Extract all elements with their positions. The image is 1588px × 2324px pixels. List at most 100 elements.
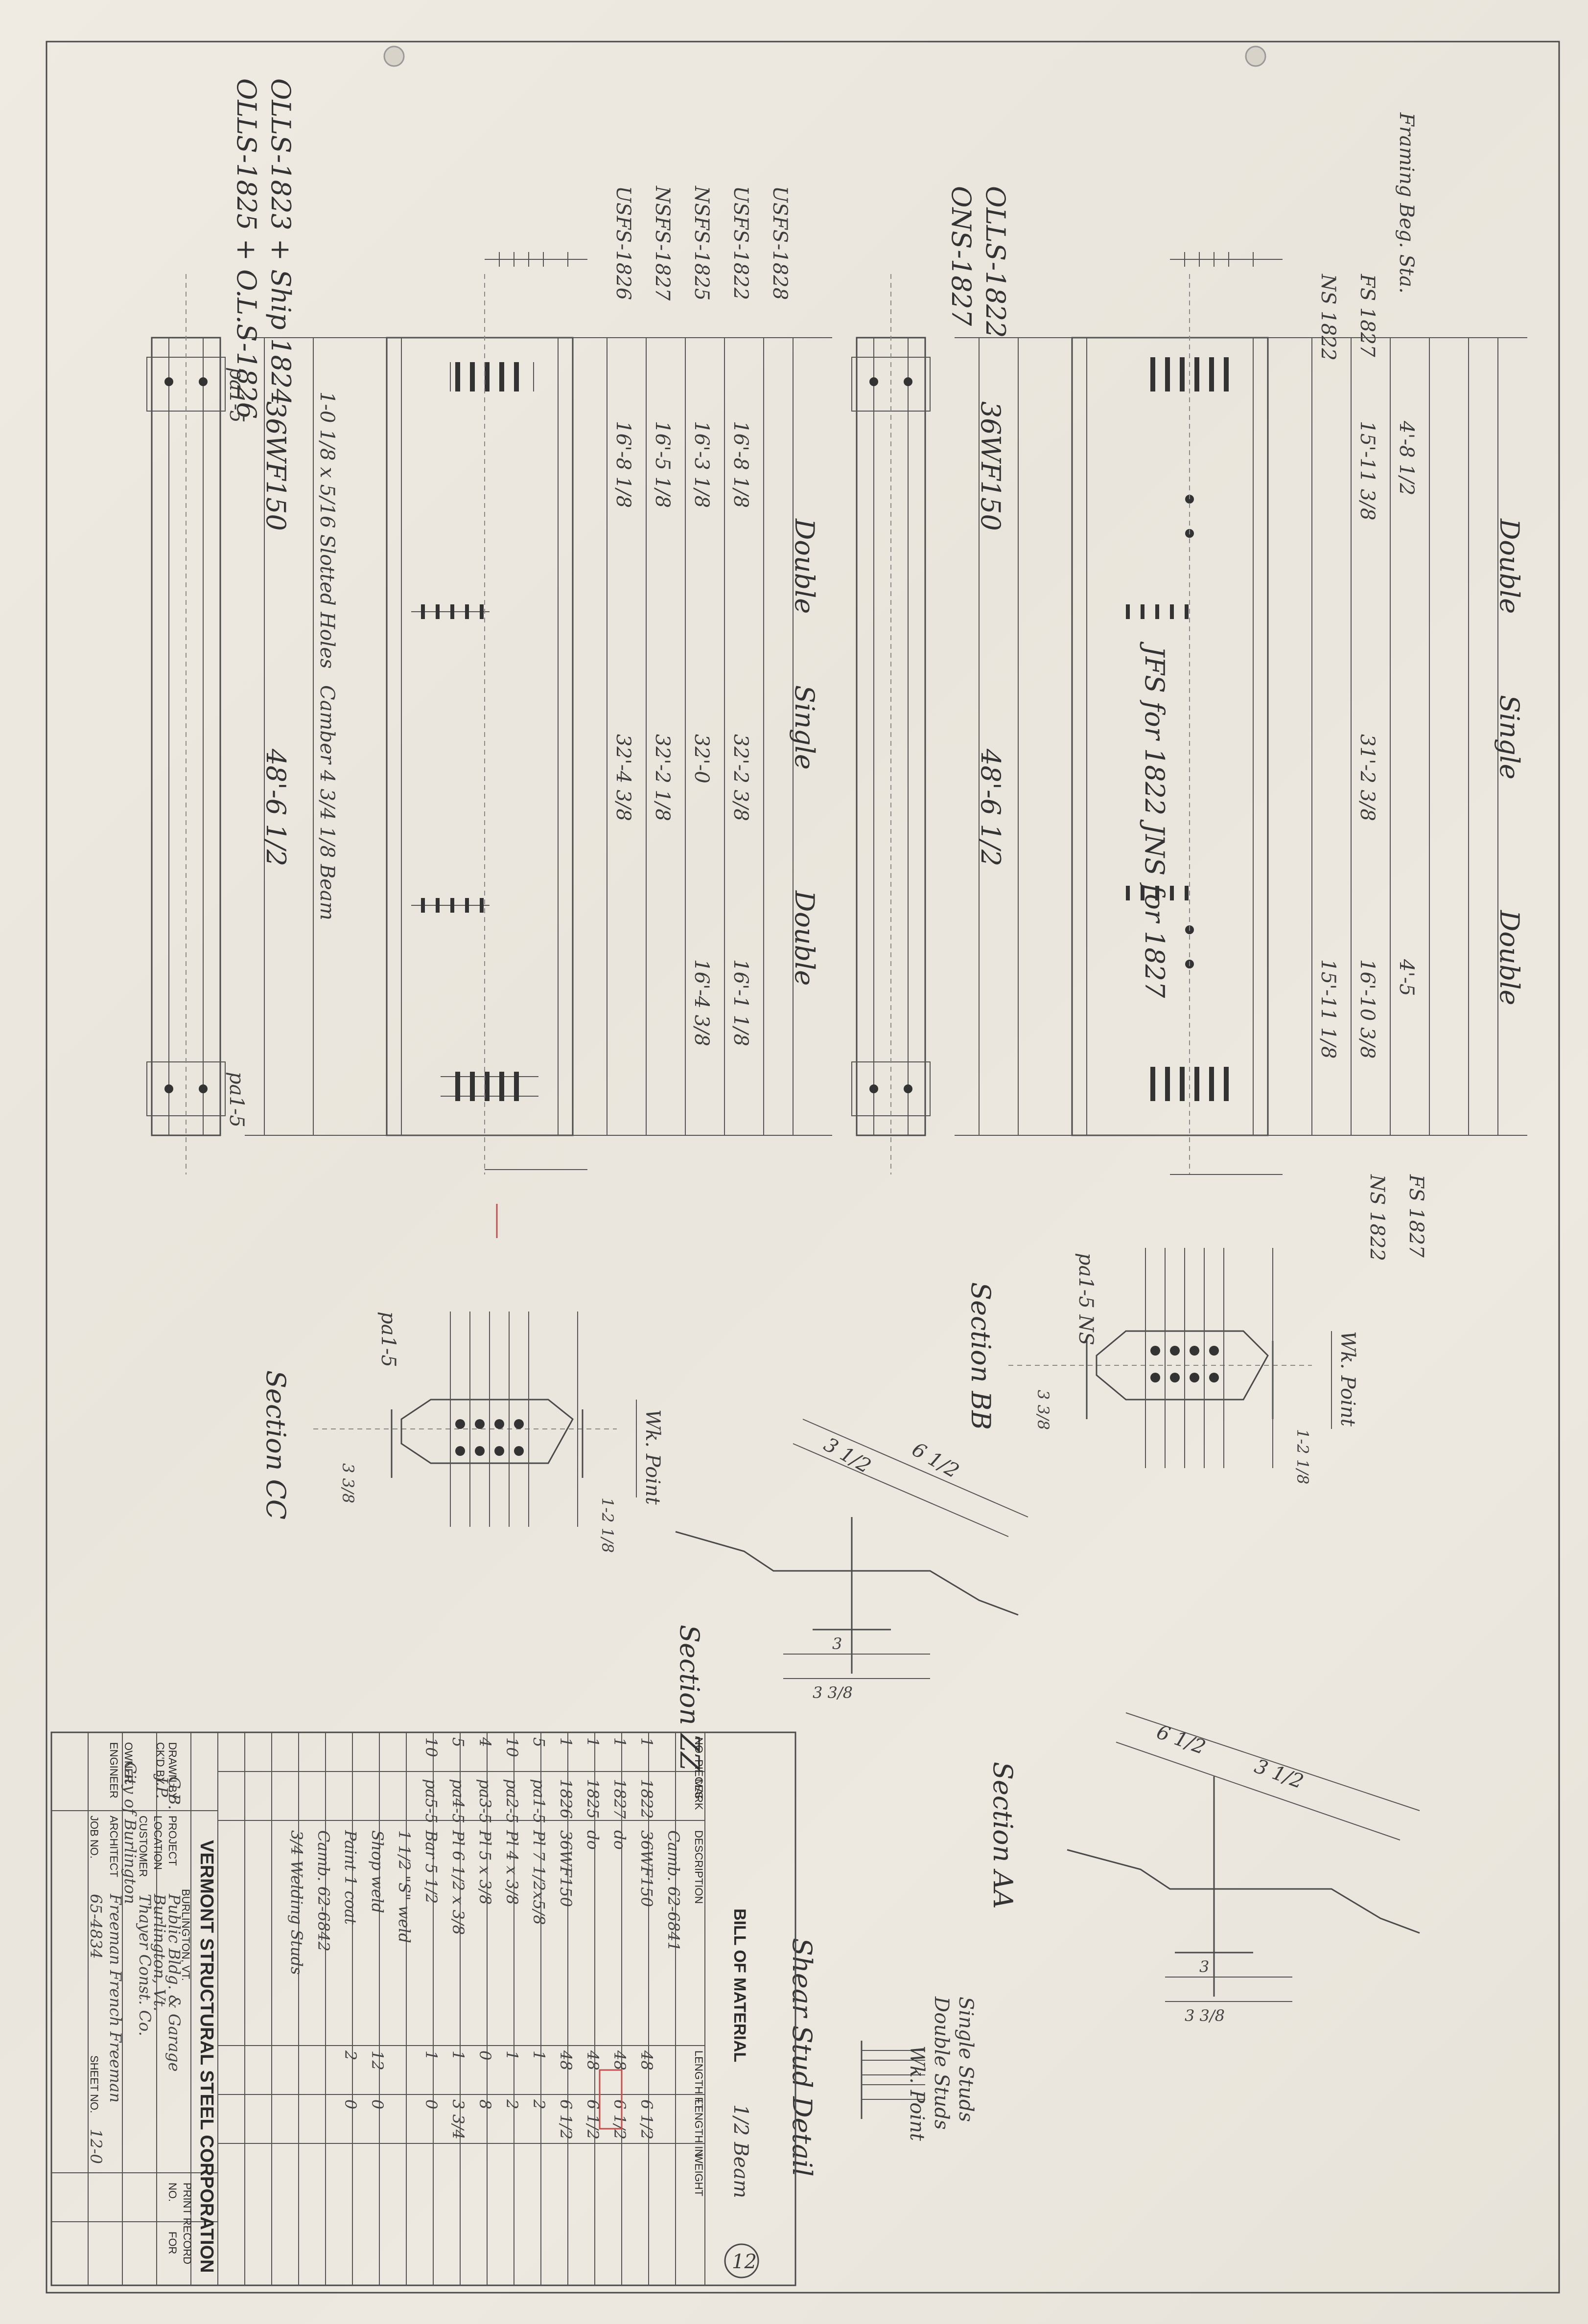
bom-cell: Paint 1 coat: [341, 1830, 360, 1925]
section-cc-dim-2: 1-2 1/8: [598, 1497, 617, 1553]
label-owner: OWNER: [122, 1742, 135, 1783]
value-sheet-no: 12-0: [87, 2129, 105, 2164]
ulb-callout-4: NSFS-1827: [651, 185, 674, 301]
label-no: NO.: [166, 2183, 179, 2202]
bom-cell: pa1-5: [530, 1779, 548, 1823]
bom-cell: 3 3/4: [449, 2099, 467, 2140]
urb-section: 36WF150: [975, 401, 1006, 531]
stamp-number: 12: [732, 2251, 757, 2273]
label-engineer: ENGINEER: [108, 1742, 120, 1798]
ulb-mark-1: OLLS-1823 + Ship 1824: [265, 78, 296, 405]
section-cc-dim-1: 3 3/8: [339, 1463, 357, 1503]
label-sheet-no: SHEET NO.: [88, 2055, 100, 2113]
bom-cell: 8: [476, 2099, 494, 2109]
ulb-dim-single: Single: [789, 685, 820, 770]
bom-cell: 12: [368, 2050, 387, 2071]
section-aa-dim-2: 3 1/2: [1252, 1755, 1307, 1793]
bom-cell: 10: [503, 1737, 521, 1757]
label-customer: CUSTOMER: [137, 1816, 149, 1877]
value-location: Burlington, Vt.: [150, 1893, 169, 2011]
bom-cell: 1: [422, 2050, 441, 2060]
urb-mark-2: ONS-1827: [946, 186, 977, 326]
bom-header-mark: MARK: [693, 1779, 705, 1810]
urb-len-5: 4'-5: [1395, 959, 1418, 996]
bom-header-length-ft: LENGTH FT: [693, 2050, 705, 2110]
ulb-len-5: 32'-2 3/8: [729, 734, 752, 821]
urb-callout-3: FS 1827: [1405, 1174, 1427, 1258]
bom-cell: 1: [637, 1737, 656, 1747]
bom-cell: 0: [368, 2099, 387, 2109]
value-project: Public Bldg. & Garage: [165, 1893, 184, 2071]
urb-len-1: 4'-8 1/2: [1395, 420, 1418, 496]
section-zz-label: Section ZZ: [674, 1625, 705, 1771]
label-project: PROJECT: [166, 1816, 179, 1866]
urb-dim-double: Double: [1494, 518, 1525, 614]
bom-cell: 1: [530, 2050, 548, 2060]
bom-cell: do: [610, 1830, 629, 1850]
urb-len-4: 16'-10 3/8: [1356, 959, 1378, 1058]
label-job-no: JOB NO.: [88, 1816, 100, 1859]
ulb-len-8: 32'-4 3/8: [612, 734, 634, 821]
bom-cell: 36WF150: [637, 1830, 656, 1907]
label-print-record: PRINT RECORD: [181, 2183, 193, 2264]
bom-cell: Camb. 62-6842: [314, 1830, 333, 1952]
bom-cell: 1: [449, 2050, 467, 2060]
bom-cell: 48: [557, 2050, 575, 2071]
section-zz-dim-2: 6 1/2: [908, 1438, 963, 1483]
section-cc-label: Section CC: [260, 1370, 291, 1519]
urb-len-6: 15'-11 1/8: [1317, 959, 1339, 1058]
section-bb-dim-1: 3 3/8: [1034, 1390, 1052, 1430]
bom-cell: 5: [449, 1737, 467, 1747]
ulb-slots-note: 1-0 1/8 x 5/16 Slotted Holes: [316, 391, 338, 668]
bom-cell: 0: [422, 2099, 441, 2109]
label-drawn-by: DRAWN BY: [166, 1742, 179, 1800]
bom-cell: 6 1/2: [610, 2099, 629, 2140]
bom-cell: 1825: [584, 1779, 602, 1818]
bom-cell: 1826: [557, 1779, 575, 1818]
bom-cell: 48: [637, 2050, 656, 2071]
bom-header-description: DESCRIPTION: [693, 1830, 705, 1904]
ulb-len-9: 16'-1 1/8: [729, 959, 752, 1046]
section-cc-view: Section CC pa1-5 Wk. Point 3 3/8 1-2 1/8: [260, 1312, 664, 1553]
ulb-callout-2: USFS-1822: [729, 186, 752, 300]
value-owner: City of Burlington: [121, 1762, 140, 1904]
section-aa-dim-1: 6 1/2: [1154, 1721, 1209, 1759]
bom-cell: Shop weld: [368, 1830, 387, 1913]
bom-subtitle: 1/2 Beam: [729, 2104, 752, 2198]
label-ckd-by: CK'D BY: [154, 1742, 166, 1784]
section-zz-dim-1: 3 1/2: [820, 1433, 875, 1478]
urb-callout-1: FS 1827: [1356, 274, 1378, 357]
section-bb-wp: Wk. Point: [1336, 1331, 1359, 1427]
ulb-length: 48'-6 1/2: [260, 748, 291, 866]
ulb-len-10: 16'-4 3/8: [690, 959, 713, 1046]
sheet-stamp: 12: [724, 2243, 759, 2278]
ulb-dim-double-2: Double: [789, 890, 820, 986]
bom-cell: 0: [341, 2099, 360, 2109]
bom-cell: Pl 4 x 3/8: [503, 1830, 521, 1905]
urb-mark-1: OLLS-1822: [980, 186, 1011, 338]
section-bb-dim-2: 1-2 1/8: [1293, 1429, 1312, 1484]
binder-hole-left: [383, 46, 405, 67]
bom-title: BILL OF MATERIAL: [730, 1909, 749, 2062]
section-aa-view: Section AA 6 1/2 3 1/2 3 3 3/8: [987, 1712, 1420, 2025]
bom-cell: 10: [422, 1737, 441, 1757]
bom-cell: pa2-5: [503, 1779, 521, 1823]
urb-framing: Framing Beg. Sta.: [1395, 112, 1418, 294]
ulb-callout-1: USFS-1828: [769, 186, 791, 300]
company-name: VERMONT STRUCTURAL STEEL CORPORATION: [196, 1840, 217, 2273]
section-cc-plate: pa1-5: [377, 1312, 399, 1367]
ulb-end-plate-2: pa1-5: [225, 1072, 248, 1127]
value-drawn-by: G.B.: [165, 1776, 184, 1810]
upper-left-beam-view: OLLS-1823 + Ship 1824 OLLS-1825 + O.L.S-…: [146, 78, 832, 1174]
value-customer: Thayer Const. Co.: [136, 1894, 154, 2036]
bom-header-length-in: LENGTH IN: [693, 2099, 705, 2157]
shear-stud-note-1: Single Studs: [955, 1997, 977, 2122]
value-ckd-by: J.P.: [153, 1773, 171, 1799]
section-zz-dim-4: 3 3/8: [813, 1683, 853, 1702]
urb-callout-2: NS 1822: [1317, 274, 1339, 361]
label-location: LOCATION: [152, 1816, 164, 1870]
bom-cell: 3/4 Welding Studs: [287, 1830, 306, 1975]
upper-right-beam-view: OLLS-1822 ONS-1827 36WF150 48'-6 1/2 Fra…: [851, 112, 1527, 1261]
ulb-section: 36WF150: [260, 401, 291, 531]
